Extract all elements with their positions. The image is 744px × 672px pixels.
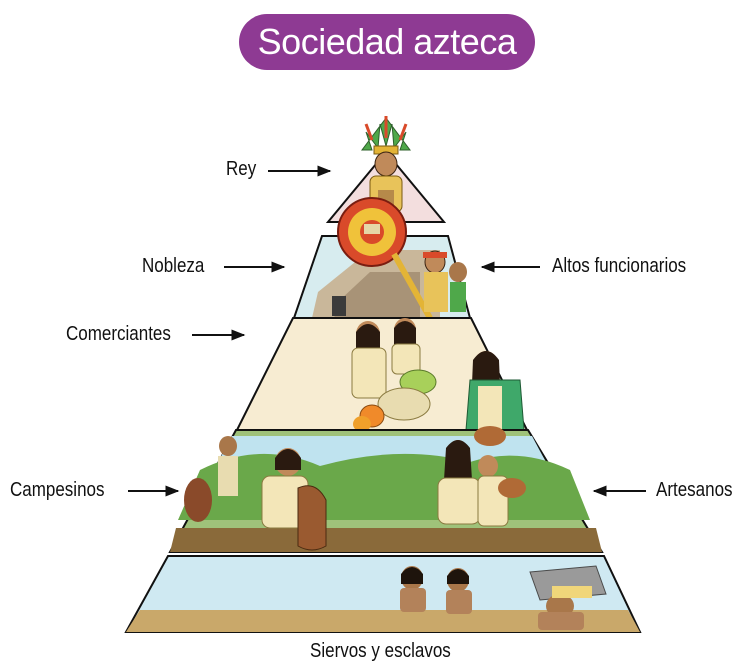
tier-nobleza [292, 197, 472, 320]
label-nobleza: Nobleza [142, 255, 205, 277]
label-campesinos: Campesinos [10, 479, 105, 501]
tier-siervos [124, 555, 642, 633]
label-rey: Rey [226, 158, 257, 180]
tier-comerciantes [235, 317, 529, 432]
label-comerciantes: Comerciantes [66, 323, 171, 345]
diagram-title: Sociedad azteca [239, 14, 535, 70]
label-altos-funcionarios: Altos funcionarios [552, 255, 687, 277]
title-text: Sociedad azteca [257, 21, 517, 62]
arrows [128, 165, 646, 497]
label-artesanos: Artesanos [656, 479, 733, 501]
label-siervos-y-esclavos: Siervos y esclavos [310, 640, 451, 662]
tier-campesinos-artesanos [168, 426, 604, 553]
